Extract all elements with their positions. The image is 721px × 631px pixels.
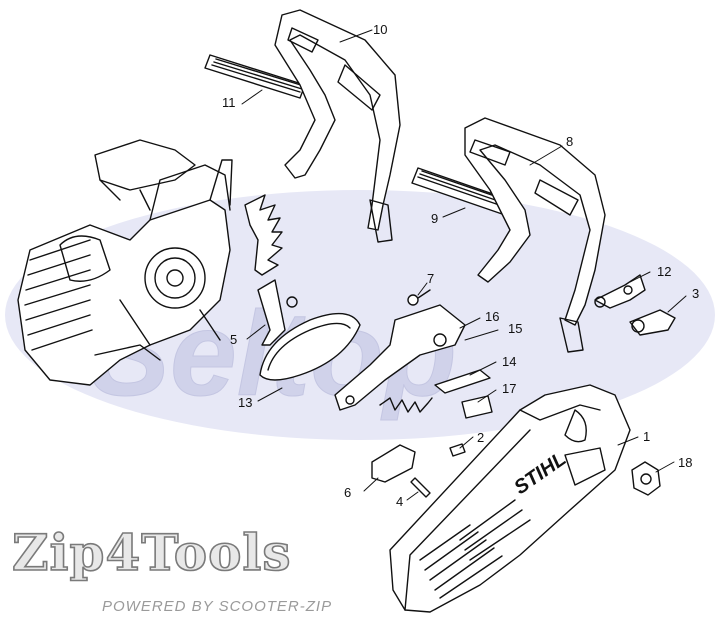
callout-13: 13	[238, 395, 252, 410]
part-16-lever	[334, 304, 466, 411]
part-18-nut	[631, 461, 661, 496]
callout-6: 6	[344, 485, 351, 500]
callout-8: 8	[566, 134, 573, 149]
leader-lines	[241, 29, 687, 501]
callout-17: 17	[502, 381, 516, 396]
part-7-screw	[407, 289, 431, 306]
part-1-cover	[389, 384, 631, 613]
callout-10: 10	[373, 22, 387, 37]
callout-7: 7	[427, 271, 434, 286]
part-11-grille	[204, 54, 306, 99]
brand-logo-text: Zip4Tools	[11, 523, 292, 582]
bumper-spike	[244, 194, 283, 276]
callout-labels: 1 2 3 4 5 6 7 8 9 10 11 12 13 14 15 16 1…	[222, 22, 699, 509]
callout-16: 16	[485, 309, 499, 324]
part-17-pad	[461, 395, 493, 419]
callout-12: 12	[657, 264, 671, 279]
part-6-block	[371, 444, 416, 483]
callout-18: 18	[678, 455, 692, 470]
callout-3: 3	[692, 286, 699, 301]
callout-2: 2	[477, 430, 484, 445]
part-4-dowel	[410, 477, 431, 498]
part-3-lever	[629, 309, 676, 336]
part-12-linkage	[594, 274, 646, 309]
callout-9: 9	[431, 211, 438, 226]
callout-14: 14	[502, 354, 516, 369]
part-5-bracket	[257, 279, 298, 346]
part-14-spring	[379, 369, 491, 413]
callout-15: 15	[508, 321, 522, 336]
callout-11: 11	[222, 95, 236, 110]
brand-tagline: POWERED BY SCOOTER-ZIP	[102, 598, 333, 615]
engine-assembly	[17, 139, 233, 386]
callout-4: 4	[396, 494, 403, 509]
part-8-handle	[464, 117, 606, 353]
part-10-handle	[274, 9, 401, 243]
callout-5: 5	[230, 332, 237, 347]
part-13-band	[259, 312, 361, 381]
callout-1: 1	[643, 429, 650, 444]
